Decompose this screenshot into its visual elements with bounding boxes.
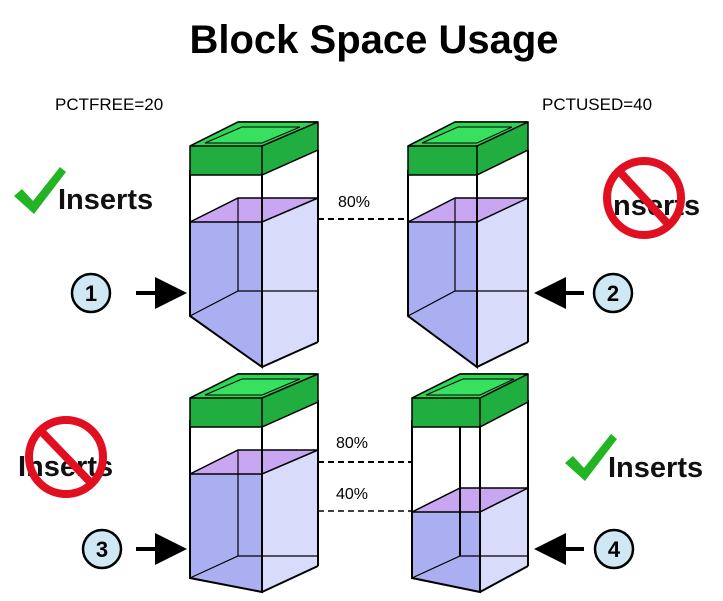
step-3-marker: 3: [81, 528, 187, 570]
inserts-label-1: Inserts: [58, 184, 153, 216]
no-entry-icon: [603, 157, 685, 239]
step-2-marker: 2: [534, 272, 634, 314]
threshold-80-top-label: 80%: [338, 194, 370, 211]
step-2-number: 2: [607, 281, 619, 306]
block-4: [411, 373, 529, 594]
inserts-label-4: Inserts: [608, 452, 703, 484]
block-1: [189, 121, 319, 369]
threshold-80-bottom-label: 80%: [336, 435, 368, 452]
step-4-marker: 4: [534, 528, 635, 570]
step-1-marker: 1: [70, 272, 187, 314]
no-entry-icon: [25, 416, 107, 498]
pctfree-label: PCTFREE=20: [55, 95, 163, 114]
block-2: [407, 121, 529, 369]
step-1-number: 1: [85, 281, 97, 306]
pctused-label: PCTUSED=40: [542, 95, 652, 114]
check-icon: [565, 434, 617, 481]
threshold-40-label: 40%: [336, 486, 368, 503]
step-3-number: 3: [96, 537, 108, 562]
check-icon: [14, 167, 66, 214]
block-3: [189, 373, 319, 594]
step-4-number: 4: [608, 537, 621, 562]
diagram-title: Block Space Usage: [189, 18, 558, 62]
